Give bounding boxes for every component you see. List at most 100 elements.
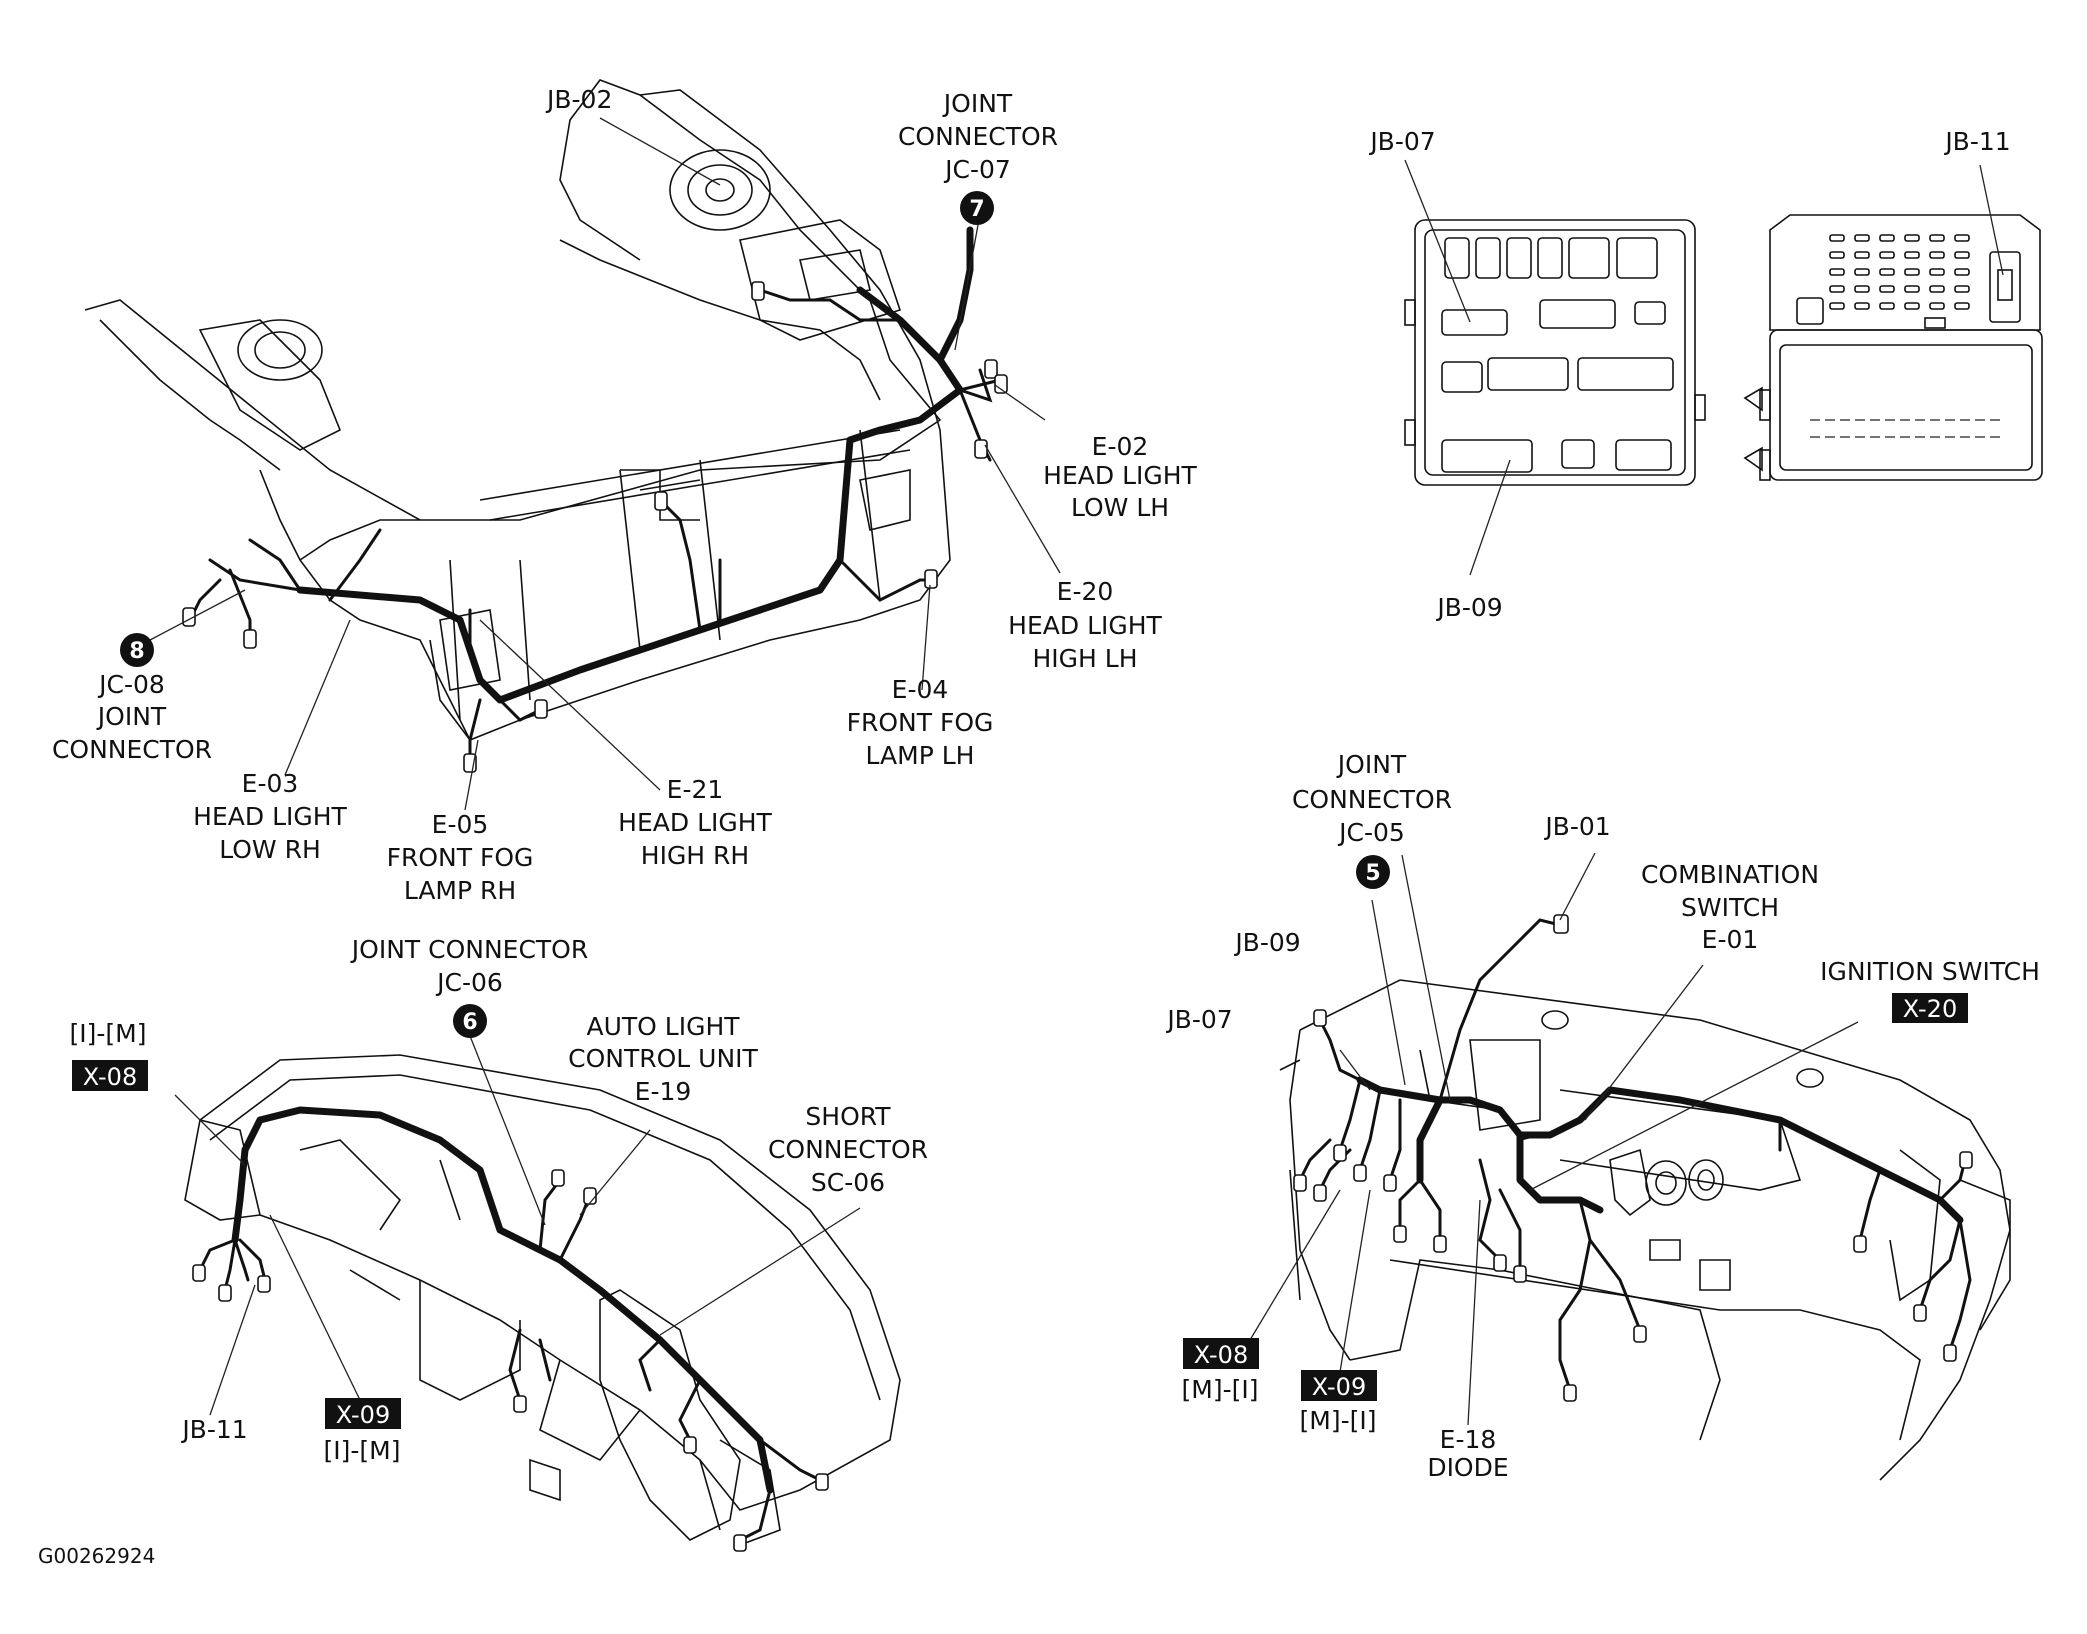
jc05-number: 5: [1365, 861, 1380, 886]
label-auto-light: AUTO LIGHT CONTROL UNIT E-19: [568, 1012, 758, 1106]
label-jc08-line1: JC-08: [97, 670, 165, 699]
label-e02: E-02 HEAD LIGHT LOW LH: [1043, 432, 1197, 522]
instrument-panel-right-drawing: [1279, 979, 2011, 1481]
tag-x09-left-text: X-09: [336, 1401, 390, 1429]
label-e20: E-20 HEAD LIGHT HIGH LH: [1008, 577, 1162, 673]
label-jc06-line1: JOINT CONNECTOR: [350, 935, 588, 964]
label-sc06: SHORT CONNECTOR SC-06: [768, 1102, 928, 1197]
label-e21-line1: E-21: [667, 775, 724, 804]
label-jb09-bottom: JB-09: [1233, 928, 1300, 957]
instrument-panel-right-connectors: [1293, 914, 1973, 1402]
jc06-number-badge: [453, 1004, 487, 1038]
label-e04-line1: E-04: [892, 675, 949, 704]
label-e05-line1: E-05: [432, 810, 489, 839]
label-sc06-line1: SHORT: [805, 1102, 891, 1131]
label-jc08-line2: JOINT: [96, 702, 167, 731]
instrument-panel-left-drawing: [184, 1054, 901, 1546]
tag-x08-right: X-08: [1183, 1338, 1259, 1369]
label-sc06-line2: CONNECTOR: [768, 1135, 928, 1164]
junction-box-jb07-jb09: [1404, 219, 1706, 486]
label-jc06: JOINT CONNECTOR JC-06 6: [350, 935, 588, 1038]
label-sc06-line3: SC-06: [811, 1168, 885, 1197]
label-jc05: JOINT CONNECTOR JC-05 5: [1292, 750, 1452, 889]
label-jc08-line3: CONNECTOR: [52, 735, 212, 764]
jc05-number-badge: [1356, 855, 1390, 889]
label-e18-line1: E-18: [1440, 1425, 1497, 1454]
label-jc07-line3: JC-07: [943, 155, 1011, 184]
tag-x09-left: X-09: [325, 1398, 401, 1429]
label-e04-line3: LAMP LH: [866, 741, 975, 770]
tag-x09-right: X-09: [1301, 1370, 1377, 1401]
label-combo-line2: SWITCH: [1681, 893, 1779, 922]
label-e02-line3: LOW LH: [1071, 493, 1169, 522]
label-e04: E-04 FRONT FOG LAMP LH: [847, 675, 994, 770]
label-auto-light-line2: CONTROL UNIT: [568, 1044, 758, 1073]
label-e05-line2: FRONT FOG: [387, 843, 534, 872]
label-e03-line3: LOW RH: [219, 835, 321, 864]
label-e03-line1: E-03: [242, 769, 299, 798]
label-mi-a: [M]-[I]: [1182, 1375, 1259, 1404]
label-jc05-line3: JC-05: [1337, 818, 1405, 847]
label-e20-line2: HEAD LIGHT: [1008, 611, 1162, 640]
label-im-bottom: [I]-[M]: [324, 1436, 401, 1465]
label-jb09-top: JB-09: [1435, 593, 1502, 622]
label-combo-line1: COMBINATION: [1641, 860, 1819, 889]
label-e18-line2: DIODE: [1427, 1453, 1508, 1482]
jc07-number-badge: [960, 191, 994, 225]
tag-x09-right-text: X-09: [1312, 1373, 1366, 1401]
label-e05: E-05 FRONT FOG LAMP RH: [387, 810, 534, 905]
instrument-panel-right-harness: [1298, 918, 1972, 1392]
junction-box-jb11: [1743, 214, 2043, 481]
label-e03-line2: HEAD LIGHT: [193, 802, 347, 831]
label-combo-line3: E-01: [1702, 925, 1759, 954]
label-jc07-line1: JOINT: [942, 89, 1013, 118]
label-mi-b: [M]-[I]: [1300, 1406, 1377, 1435]
label-jc08: 8 JC-08 JOINT CONNECTOR: [52, 633, 212, 764]
label-jc05-line1: JOINT: [1336, 750, 1407, 779]
engine-leaders: [149, 117, 1061, 811]
label-jb07-bottom: JB-07: [1165, 1005, 1232, 1034]
instrument-panel-right-leaders: [1249, 852, 1859, 1426]
instrument-panel-left-leaders: [174, 1035, 861, 1416]
label-e05-line3: LAMP RH: [404, 876, 516, 905]
label-auto-light-line3: E-19: [635, 1077, 692, 1106]
label-jc05-line2: CONNECTOR: [1292, 785, 1452, 814]
label-e20-line3: HIGH LH: [1032, 644, 1137, 673]
label-e18: E-18 DIODE: [1427, 1425, 1508, 1482]
label-jb02: JB-02: [545, 85, 612, 114]
label-jb11-bottom: JB-11: [180, 1415, 247, 1444]
tag-x08-left-text: X-08: [83, 1063, 137, 1091]
engine-compartment-drawing: [84, 79, 951, 741]
label-jc07-line2: CONNECTOR: [898, 122, 1058, 151]
jb11-fuse-grid: [1829, 234, 1970, 310]
jc07-number: 7: [969, 197, 984, 222]
instrument-panel-left-harness: [198, 1106, 822, 1542]
label-e21-line2: HEAD LIGHT: [618, 808, 772, 837]
tag-x20-text: X-20: [1903, 995, 1957, 1023]
jc08-number-badge: [120, 633, 154, 667]
instrument-panel-left-connectors: [192, 1169, 829, 1552]
jc06-number: 6: [462, 1010, 477, 1035]
label-jc06-line2: JC-06: [435, 968, 503, 997]
label-combination-switch: COMBINATION SWITCH E-01: [1641, 860, 1819, 954]
label-jc07: JOINT CONNECTOR JC-07 7: [898, 89, 1058, 225]
engine-harness: [188, 226, 1002, 762]
jc08-number: 8: [129, 639, 144, 664]
tag-x08-left: X-08: [72, 1060, 148, 1091]
label-auto-light-line1: AUTO LIGHT: [586, 1012, 740, 1041]
label-e02-line2: HEAD LIGHT: [1043, 461, 1197, 490]
label-ignition-switch: IGNITION SWITCH: [1820, 957, 2040, 986]
label-jb11-top: JB-11: [1943, 127, 2010, 156]
label-im-top: [I]-[M]: [70, 1019, 147, 1048]
label-e02-line1: E-02: [1092, 432, 1149, 461]
label-e21-line3: HIGH RH: [641, 841, 749, 870]
figure-id: G00262924: [38, 1544, 155, 1568]
jb11-relay-slots: [1810, 419, 2000, 438]
label-e20-line1: E-20: [1057, 577, 1114, 606]
label-e21: E-21 HEAD LIGHT HIGH RH: [618, 775, 772, 870]
label-e04-line2: FRONT FOG: [847, 708, 994, 737]
tag-x20: X-20: [1892, 993, 1968, 1023]
label-jb07-top: JB-07: [1368, 127, 1435, 156]
junction-box-leaders: [1404, 159, 2004, 576]
